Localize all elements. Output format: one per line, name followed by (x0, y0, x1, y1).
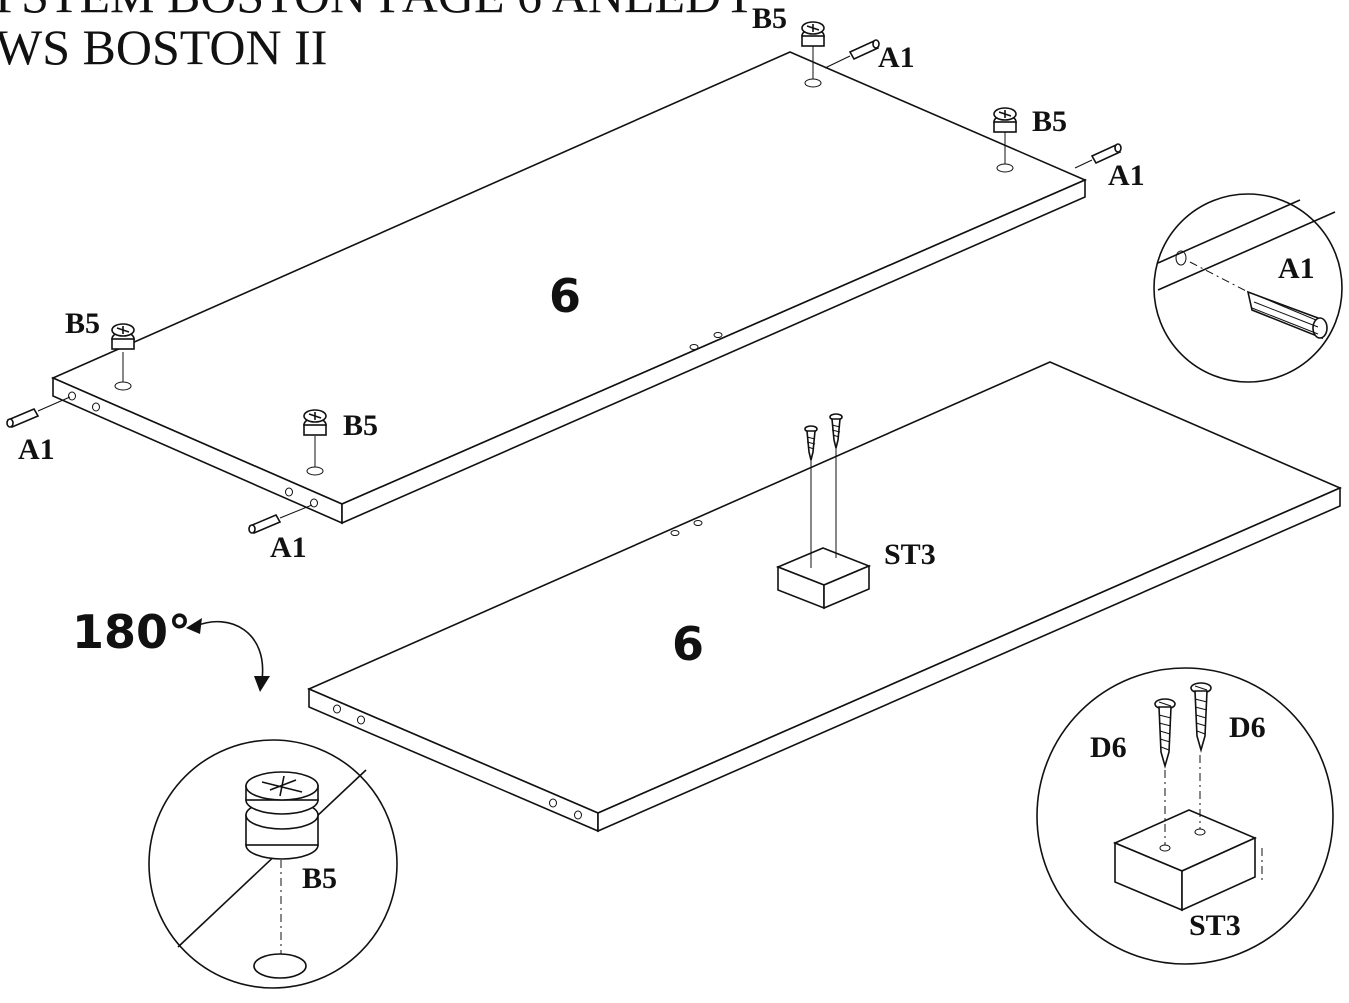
dowel-top (824, 39, 880, 69)
upper-panel-side-edge (341, 178, 1086, 525)
label-a1-detail: A1 (1278, 252, 1315, 285)
cam-lock-upper-right (993, 107, 1017, 164)
detail-dowel (1153, 193, 1343, 383)
label-a1-left: A1 (18, 433, 55, 466)
screw-right (829, 413, 843, 449)
label-b5-upper-top: B5 (752, 2, 787, 35)
detail-cam-lock (148, 739, 398, 989)
label-d6-right: D6 (1229, 711, 1266, 744)
label-d6-left: D6 (1090, 731, 1127, 764)
label-b5-upper-right: B5 (1032, 105, 1067, 138)
header-title-line1: YSTEM BOSTON PAGE 6 ANLEDY (0, 0, 757, 23)
cam-lock-upper-middle (303, 409, 327, 467)
upper-panel: 6 (51, 51, 1088, 525)
label-b5-upper-left: B5 (65, 307, 100, 340)
cam-lock-upper-left (111, 323, 135, 382)
screw-left (804, 425, 818, 461)
upper-panel-number: 6 (549, 269, 581, 323)
lower-panel-number: 6 (672, 617, 704, 671)
label-b5-upper-middle: B5 (343, 409, 378, 442)
detail-block-screws (1036, 667, 1334, 965)
screw-detail-left (1154, 698, 1176, 769)
label-st3-main: ST3 (884, 538, 936, 571)
header-title-line2: WS BOSTON II (0, 19, 327, 75)
label-a1-top: A1 (878, 41, 915, 74)
block-st3 (775, 446, 872, 610)
screw-detail-right (1190, 682, 1212, 753)
label-a1-right: A1 (1108, 159, 1145, 192)
dowel-bottom (248, 504, 313, 535)
label-st3-detail: ST3 (1189, 909, 1241, 942)
cam-lock-upper-top (801, 21, 825, 79)
dowel-right (1074, 143, 1122, 169)
rotation-arrow (186, 618, 270, 692)
label-b5-detail: B5 (302, 862, 337, 895)
dowel-left (6, 396, 71, 429)
label-a1-bottom: A1 (270, 531, 307, 564)
rotation-angle-label: 180° (72, 605, 191, 659)
lower-panel-side-edge (597, 486, 1341, 833)
